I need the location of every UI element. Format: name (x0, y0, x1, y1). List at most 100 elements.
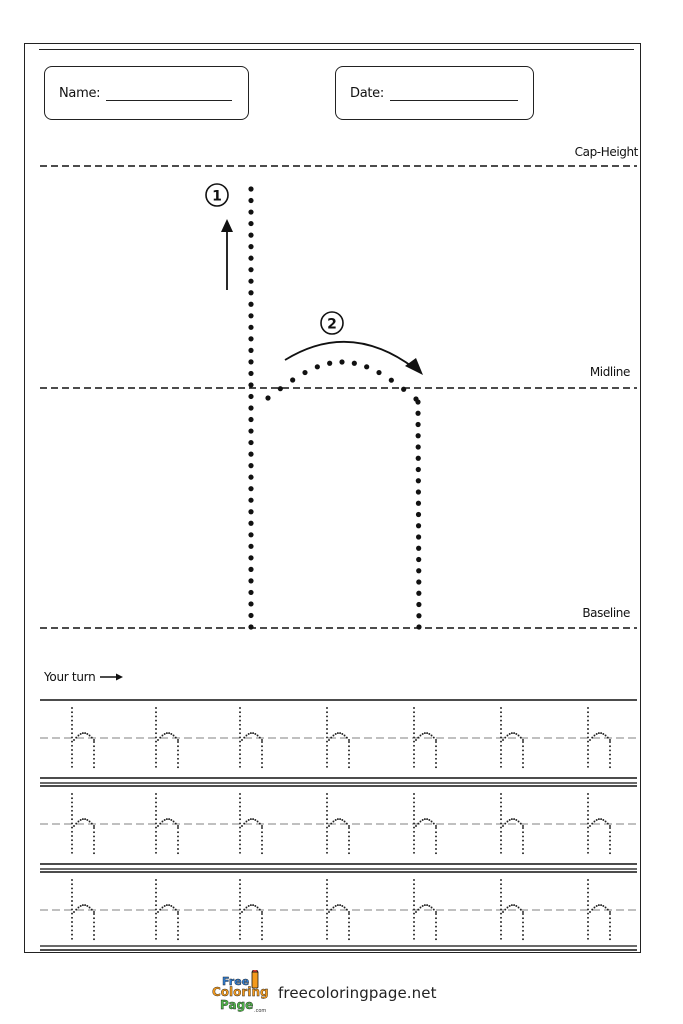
trace-letter-h[interactable] (155, 879, 179, 941)
trace-dot (417, 822, 420, 825)
trace-dot (155, 736, 157, 739)
trace-dot (413, 891, 415, 894)
trace-dot (348, 934, 350, 936)
trace-dot (587, 929, 589, 932)
crayon-logo-icon (251, 966, 259, 989)
trace-dot (419, 820, 422, 823)
date-write-line[interactable] (389, 86, 518, 101)
trace-dot (435, 925, 437, 928)
trace-dot (71, 809, 73, 812)
step-2-number: 2 (327, 317, 337, 333)
trace-dot (71, 895, 73, 898)
trace-letter-h[interactable] (413, 707, 437, 769)
trace-letter-h[interactable] (326, 707, 350, 769)
trace-letter-h[interactable] (71, 707, 95, 769)
trace-dot (435, 745, 437, 748)
letter-dot (248, 290, 254, 296)
trace-dot (239, 916, 241, 919)
date-field[interactable]: Date: (335, 66, 534, 120)
trace-letter-h[interactable] (587, 793, 611, 855)
trace-dot (435, 753, 437, 756)
trace-dot (155, 723, 157, 726)
trace-dot (332, 906, 335, 909)
trace-letter-h[interactable] (239, 793, 263, 855)
trace-dot (258, 908, 261, 911)
trace-letter-h[interactable] (71, 879, 95, 941)
trace-dot (239, 793, 241, 795)
trace-letter-h[interactable] (413, 793, 437, 855)
trace-dot (432, 908, 435, 911)
trace-dot (500, 814, 502, 816)
name-write-line[interactable] (106, 86, 233, 101)
practice-row[interactable] (40, 785, 637, 865)
trace-letter-h[interactable] (239, 879, 263, 941)
trace-dot (71, 891, 73, 894)
trace-dot (81, 818, 84, 821)
trace-dot (239, 904, 241, 907)
trace-dot (428, 732, 431, 735)
practice-row[interactable] (40, 871, 637, 951)
trace-dot (413, 830, 415, 833)
trace-dot (348, 827, 350, 829)
trace-dot (239, 753, 241, 756)
trace-dot (245, 820, 248, 823)
trace-dot (254, 818, 257, 821)
trace-dot (157, 911, 159, 913)
trace-dot (177, 911, 179, 913)
letter-dot (416, 568, 422, 574)
trace-dot (500, 929, 502, 932)
trace-dot (587, 736, 589, 739)
trace-dot (587, 711, 589, 714)
trace-letter-h[interactable] (326, 879, 350, 941)
trace-dot (413, 719, 415, 722)
trace-letter-h[interactable] (587, 707, 611, 769)
trace-dot (413, 839, 415, 842)
practice-rows[interactable] (40, 699, 637, 951)
trace-letter-h[interactable] (155, 707, 179, 769)
stroke-order-marks: 12 (205, 183, 423, 375)
trace-dot (161, 906, 164, 909)
trace-dot (177, 852, 179, 855)
name-field[interactable]: Name: (44, 66, 249, 120)
trace-dot (413, 805, 415, 808)
trace-dot (435, 934, 437, 936)
trace-dot (515, 904, 518, 907)
letter-dot (248, 497, 254, 503)
trace-dot (522, 825, 524, 827)
trace-dot (86, 904, 89, 907)
trace-letter-h[interactable] (326, 793, 350, 855)
trace-dot (177, 757, 179, 760)
trace-dot (500, 809, 502, 812)
trace-letter-h[interactable] (71, 793, 95, 855)
trace-dot (261, 917, 263, 920)
trace-dot (587, 925, 589, 928)
trace-dot (413, 921, 415, 923)
trace-letter-h[interactable] (500, 793, 524, 855)
trace-dot (595, 818, 598, 821)
trace-letter-h[interactable] (587, 879, 611, 941)
letter-dot (248, 486, 254, 492)
site-url[interactable]: freecoloringpage.net (278, 984, 437, 1002)
trace-dot (261, 843, 263, 846)
trace-letter-h[interactable] (500, 707, 524, 769)
trace-dot (587, 822, 589, 825)
trace-dot (165, 818, 168, 821)
trace-dot (413, 728, 415, 730)
letter-dot (416, 613, 422, 619)
your-turn-label: Your turn (44, 670, 96, 684)
trace-dot (589, 911, 591, 913)
trace-letter-h[interactable] (155, 793, 179, 855)
trace-dot (254, 732, 257, 735)
trace-dot (517, 906, 520, 909)
trace-letter-h[interactable] (500, 879, 524, 941)
trace-dot (435, 911, 437, 913)
trace-letter-h[interactable] (239, 707, 263, 769)
trace-dot (71, 793, 73, 795)
trace-dot (71, 715, 73, 718)
letter-dot (248, 336, 254, 342)
trace-dot (587, 916, 589, 919)
practice-row[interactable] (40, 699, 637, 779)
trace-letter-h[interactable] (413, 879, 437, 941)
trace-dot (71, 744, 73, 747)
